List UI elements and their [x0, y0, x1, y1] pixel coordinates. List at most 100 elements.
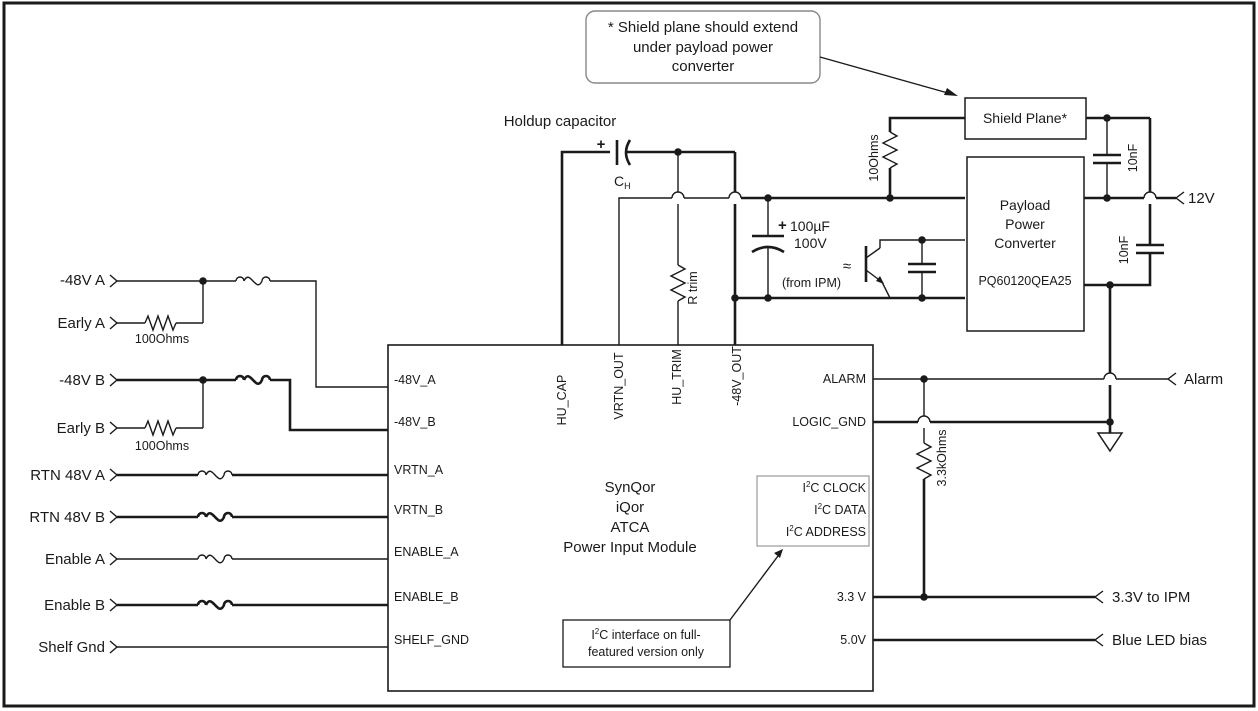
module-title-line4: Power Input Module: [563, 539, 696, 556]
pin-hu-cap: HU_CAP: [555, 375, 569, 426]
shield-note-box: [585, 10, 821, 84]
ground-symbol-icon: [1096, 432, 1124, 453]
net-hu-cap: [560, 139, 735, 345]
optocoupler-transistor-icon: [864, 236, 965, 299]
pin-alarm: ALARM: [823, 372, 866, 386]
shield-resistor-label: 10Ohms: [867, 134, 881, 181]
input-enable-a: Enable A: [45, 551, 105, 568]
input-early-a: Early A: [57, 315, 105, 332]
input-48v-a: -48V A: [60, 272, 105, 289]
net-logic-gnd: [873, 415, 1114, 426]
net-3v3: [873, 593, 1095, 601]
shield-plane-label: Shield Plane*: [983, 110, 1068, 126]
net-enable-b: [117, 599, 388, 610]
converter-part-number: PQ60120QEA25: [978, 274, 1071, 288]
net-early-a: 100Ohms: [117, 313, 203, 346]
i2c-note-leader: [729, 555, 779, 621]
fuse-enable-b-icon: [196, 599, 234, 610]
input-rtn-48v-b: RTN 48V B: [29, 509, 105, 526]
pullup-resistor-icon: [915, 379, 933, 597]
converter-line1: Payload: [1000, 197, 1051, 213]
resistor-early-b-label: 100Ohms: [135, 439, 189, 453]
net-rtn-a: [117, 470, 388, 480]
input-48v-b: -48V B: [59, 372, 105, 389]
bulk-cap-value: 100µF: [790, 218, 830, 234]
input-shelf-gnd: Shelf Gnd: [38, 639, 105, 656]
pin-i2c-data: I2C DATA: [814, 502, 867, 517]
module-title-line3: ATCA: [611, 519, 650, 536]
input-early-b: Early B: [57, 420, 105, 437]
net-alarm: [873, 375, 1168, 383]
pin-5v0: 5.0V: [840, 633, 866, 647]
pin-shelf-gnd: SHELF_GND: [394, 633, 469, 647]
input-labels: -48V A Early A -48V B Early B RTN 48V A …: [29, 272, 105, 656]
pin-48v-out: -48V_OUT: [730, 346, 744, 406]
rtrim-label: R trim: [686, 271, 700, 304]
bulk-capacitor-icon: [751, 198, 785, 298]
input-connector-chevrons: [109, 274, 119, 654]
shield-note-arrowhead: [944, 88, 958, 96]
pin-48v-a: -48V_A: [394, 373, 436, 387]
i2c-note-box: [562, 619, 731, 668]
pin-3v3: 3.3 V: [837, 590, 867, 604]
module-title-line2: iQor: [616, 499, 644, 516]
fuse-48v-a-icon: [235, 276, 271, 286]
output-connector-12v: [1174, 191, 1185, 205]
holdup-cap-ref: CH: [614, 173, 631, 191]
net-48v-a: [117, 276, 388, 388]
shield-note-line2: under payload power: [633, 39, 773, 56]
pin-vrtn-b: VRTN_B: [394, 503, 443, 517]
pin-enable-a: ENABLE_A: [394, 545, 459, 559]
holdup-capacitor-label: Holdup capacitor: [504, 113, 617, 130]
pullup-resistor-label: 3.3kOhms: [935, 430, 949, 487]
bulk-cap-plus: +: [778, 217, 787, 234]
output-blue-led-bias: Blue LED bias: [1112, 632, 1207, 649]
i2c-pin-box: [756, 475, 870, 547]
net-rtn-b: [117, 511, 388, 522]
fuse-48v-b-icon: [234, 374, 272, 385]
resistor-early-b-icon: [144, 418, 177, 438]
pin-i2c-address: I2C ADDRESS: [786, 524, 866, 539]
input-rtn-48v-a: RTN 48V A: [30, 467, 105, 484]
output-alarm: Alarm: [1184, 371, 1223, 388]
cap-10nf-bottom-label: 10nF: [1117, 235, 1131, 264]
pin-i2c-clock: I2C CLOCK: [802, 480, 866, 495]
net-shield-12v: [1084, 114, 1176, 453]
from-ipm-label: (from IPM): [782, 276, 841, 290]
net-48v-out: [731, 152, 965, 345]
cap-10nf-top-label: 10nF: [1126, 143, 1140, 172]
pin-logic-gnd: LOGIC_GND: [792, 415, 866, 429]
pin-48v-b: -48V_B: [394, 415, 436, 429]
pin-hu-trim: HU_TRIM: [670, 349, 684, 405]
bulk-cap-voltage: 100V: [794, 235, 827, 251]
net-hu-trim: [669, 152, 687, 345]
net-vrtn-out: [618, 191, 965, 345]
output-connector-3v3: [1093, 590, 1104, 604]
i2c-note-line2: featured version only: [588, 645, 705, 659]
net-early-b: 100Ohms: [117, 418, 203, 453]
resistor-early-a-label: 100Ohms: [135, 332, 189, 346]
shield-note-line3: converter: [672, 58, 735, 75]
payload-converter-box: [966, 156, 1085, 332]
optical-link-symbol: ≈: [843, 258, 851, 275]
output-12v: 12V: [1188, 190, 1215, 207]
i2c-note-line1: I2C interface on full-: [591, 627, 700, 642]
input-enable-b: Enable B: [44, 597, 105, 614]
resistor-early-a-icon: [144, 313, 177, 333]
output-connector-alarm: [1166, 372, 1177, 386]
module-title-line1: SynQor: [605, 479, 656, 496]
converter-line2: Power: [1005, 216, 1045, 232]
shield-resistor-icon: [881, 116, 965, 198]
fuse-rtn-a-icon: [197, 470, 233, 480]
pin-vrtn-out: VRTN_OUT: [612, 352, 626, 420]
pin-enable-b: ENABLE_B: [394, 590, 459, 604]
converter-line3: Converter: [994, 235, 1056, 251]
i2c-note-arrowhead: [774, 549, 783, 558]
resistor-trim-icon: [669, 264, 687, 302]
pin-vrtn-a: VRTN_A: [394, 463, 444, 477]
shield-note-leader: [819, 56, 956, 96]
output-connector-5v0: [1093, 633, 1104, 647]
